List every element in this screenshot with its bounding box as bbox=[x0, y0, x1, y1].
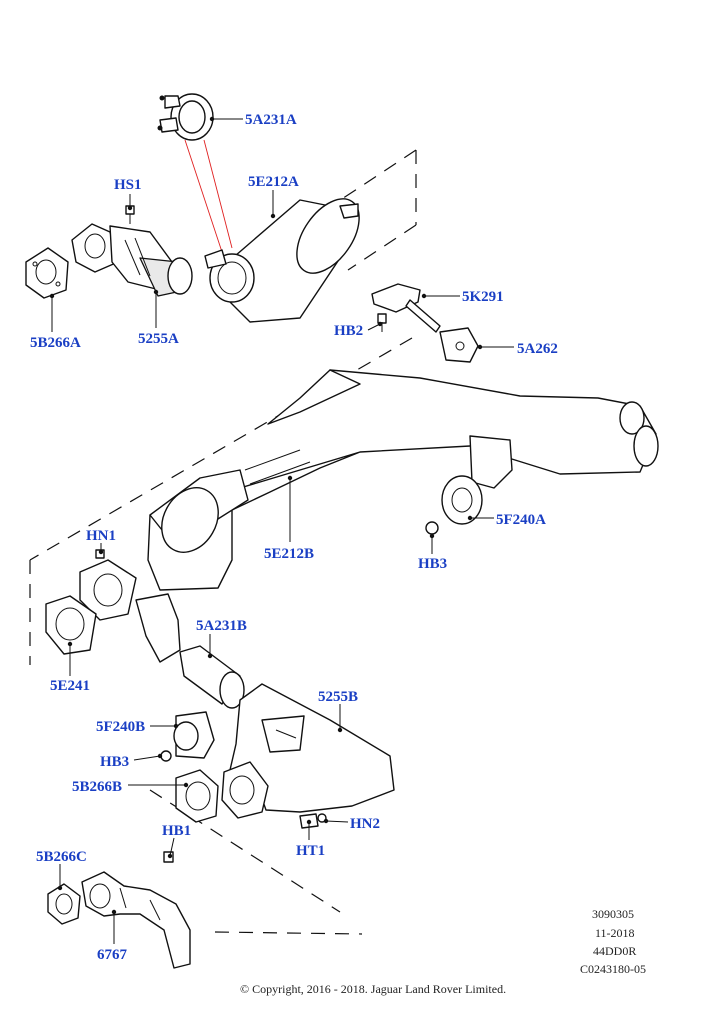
label-5f240b[interactable]: 5F240B bbox=[96, 719, 145, 735]
gasket-5b266c-part[interactable] bbox=[47, 883, 81, 925]
label-hb1[interactable]: HB1 bbox=[162, 823, 191, 839]
label-5e212b[interactable]: 5E212B bbox=[264, 546, 314, 562]
label-5e212a[interactable]: 5E212A bbox=[248, 174, 299, 190]
nut-hn1-part[interactable] bbox=[95, 549, 105, 559]
reference-block: 3090305 11-2018 44DD0R C0243180-05 bbox=[580, 907, 646, 976]
mount-5f240b-part[interactable] bbox=[173, 711, 215, 759]
label-hn1[interactable]: HN1 bbox=[86, 528, 116, 544]
catalyst-5255a-part[interactable] bbox=[71, 223, 193, 297]
label-5a262[interactable]: 5A262 bbox=[517, 341, 558, 357]
label-hb2[interactable]: HB2 bbox=[334, 323, 363, 339]
mount-5f240a-part[interactable] bbox=[441, 435, 513, 525]
label-hn2[interactable]: HN2 bbox=[350, 816, 380, 832]
label-5b266c[interactable]: 5B266C bbox=[36, 849, 87, 865]
clamp-5a231b-part[interactable] bbox=[179, 645, 245, 709]
ref-date: 11-2018 bbox=[595, 926, 635, 940]
silencer-5e212b-part[interactable] bbox=[147, 369, 659, 591]
label-5255a[interactable]: 5255A bbox=[138, 331, 179, 347]
label-5b266b[interactable]: 5B266B bbox=[72, 779, 122, 795]
bolt-hb3b-part[interactable] bbox=[160, 750, 172, 762]
callout-labels: 5A231A HS1 5E212A 5B266A 5255A 5K291 HB2… bbox=[30, 112, 558, 963]
nut-hn2-part[interactable] bbox=[317, 813, 327, 823]
mount-5a262-part[interactable] bbox=[439, 327, 479, 363]
ref-illustration-id: C0243180-05 bbox=[580, 962, 646, 976]
clamp-5a231a-part[interactable] bbox=[157, 93, 214, 141]
bolt-hb3-part[interactable] bbox=[425, 521, 439, 535]
pipe-5e241-part[interactable] bbox=[45, 559, 181, 663]
label-5f240a[interactable]: 5F240A bbox=[496, 512, 546, 528]
ref-code: 44DD0R bbox=[593, 944, 636, 958]
label-5e241[interactable]: 5E241 bbox=[50, 678, 90, 694]
bracket-5k291-part[interactable] bbox=[371, 283, 441, 333]
label-5b266a[interactable]: 5B266A bbox=[30, 335, 81, 351]
label-5a231a[interactable]: 5A231A bbox=[245, 112, 297, 128]
leader-lines bbox=[49, 116, 514, 944]
gasket-5b266b-part[interactable] bbox=[175, 769, 219, 823]
label-hs1[interactable]: HS1 bbox=[114, 177, 142, 193]
label-6767[interactable]: 6767 bbox=[97, 947, 128, 963]
label-5a231b[interactable]: 5A231B bbox=[196, 618, 247, 634]
gasket-5b266a-part[interactable] bbox=[25, 247, 69, 299]
copyright-notice: © Copyright, 2016 - 2018. Jaguar Land Ro… bbox=[240, 982, 506, 996]
silencer-5e212a-part[interactable] bbox=[204, 188, 372, 323]
label-hb3-upper[interactable]: HB3 bbox=[418, 556, 447, 572]
label-5255b[interactable]: 5255B bbox=[318, 689, 358, 705]
label-ht1[interactable]: HT1 bbox=[296, 843, 325, 859]
ref-number: 3090305 bbox=[592, 907, 634, 921]
label-5k291[interactable]: 5K291 bbox=[462, 289, 504, 305]
red-guide-lines bbox=[184, 139, 233, 253]
label-hb3-lower[interactable]: HB3 bbox=[100, 754, 129, 770]
pipe-5255b-part[interactable] bbox=[221, 683, 395, 819]
downpipe-6767-part[interactable] bbox=[81, 871, 191, 969]
